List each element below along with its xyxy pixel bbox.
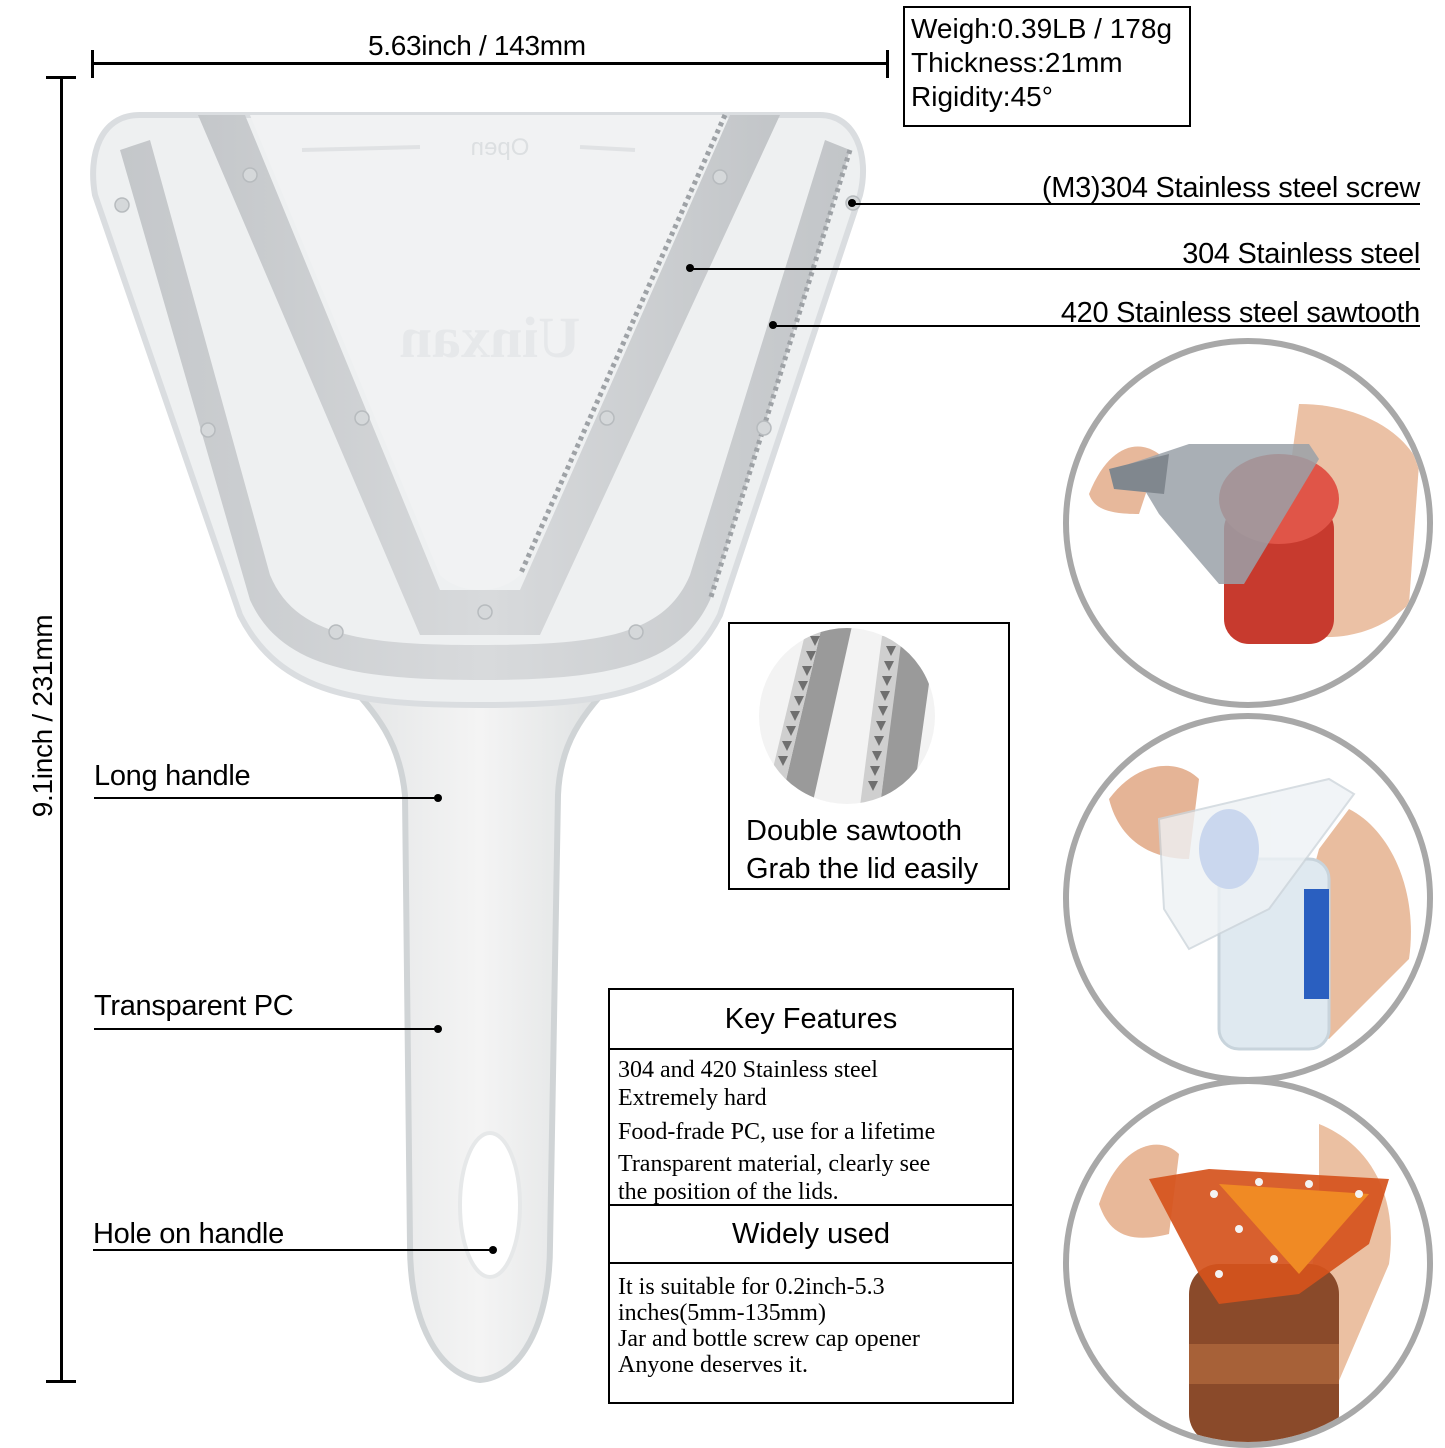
spec-weight: Weigh:0.39LB / 178g (911, 13, 1173, 44)
spec-thickness: Thickness:21mm (911, 47, 1123, 78)
callout-sawtooth-label: 420 Stainless steel sawtooth (1060, 297, 1420, 329)
widely-used-list: It is suitable for 0.2inch-5.3 inches(5m… (610, 1264, 1012, 1378)
usage-item: Jar and bottle screw cap opener (618, 1326, 920, 1352)
usage-item: Anyone deserves it. (618, 1352, 808, 1378)
callout-transparent-pc-label: Transparent PC (94, 990, 294, 1022)
hanging-hole (458, 1131, 522, 1279)
callout-stainless-label: 304 Stainless steel (1182, 238, 1420, 270)
usage-photo-clear-opener (1063, 713, 1433, 1083)
jar-opener-illustration: Open Uinxan (90, 112, 867, 1384)
embossed-open: Open (471, 134, 530, 161)
key-features-list: 304 and 420 Stainless steel Extremely ha… (610, 1050, 1012, 1206)
sawtooth-caption-line2: Grab the lid easily (746, 853, 979, 885)
callout-long-handle-label: Long handle (94, 760, 251, 792)
usage-photo-gray-opener (1063, 338, 1433, 708)
usage-photo-orange-opener (1063, 1078, 1433, 1448)
feature-item: Extremely hard (618, 1085, 767, 1111)
gray-opener-red-jar-image (1089, 404, 1419, 644)
spec-rigidity: Rigidity:45° (911, 81, 1053, 112)
specs-box: Weigh:0.39LB / 178g Thickness:21mm Rigid… (903, 6, 1191, 127)
sawtooth-detail-inset: Double sawtooth Grab the lid easily (728, 622, 1010, 890)
clear-opener-bottle-image (1109, 765, 1411, 1051)
width-label: 5.63inch / 143mm (368, 30, 586, 61)
height-label: 9.1inch / 231mm (27, 601, 59, 831)
embossed-brand: Uinxan (400, 305, 581, 370)
callout-hole-label: Hole on handle (93, 1218, 284, 1250)
sawtooth-caption: Double sawtooth Grab the lid easily (746, 812, 978, 888)
sawtooth-closeup-image (759, 628, 935, 804)
orange-opener-amber-jar-image (1099, 1124, 1391, 1442)
key-features-heading: Key Features (610, 990, 1012, 1050)
usage-item: It is suitable for 0.2inch-5.3 (618, 1274, 885, 1300)
feature-item: Transparent material, clearly see (618, 1151, 931, 1177)
feature-item: the position of the lids. (618, 1179, 839, 1205)
usage-item: inches(5mm-135mm) (618, 1300, 826, 1326)
widely-used-heading: Widely used (610, 1206, 1012, 1264)
key-features-table: Key Features 304 and 420 Stainless steel… (608, 988, 1014, 1404)
feature-item: 304 and 420 Stainless steel (618, 1057, 878, 1083)
sawtooth-caption-line1: Double sawtooth (746, 815, 963, 847)
feature-item: Food-frade PC, use for a lifetime (618, 1119, 936, 1145)
callout-screw-label: (M3)304 Stainless steel screw (1041, 172, 1420, 204)
